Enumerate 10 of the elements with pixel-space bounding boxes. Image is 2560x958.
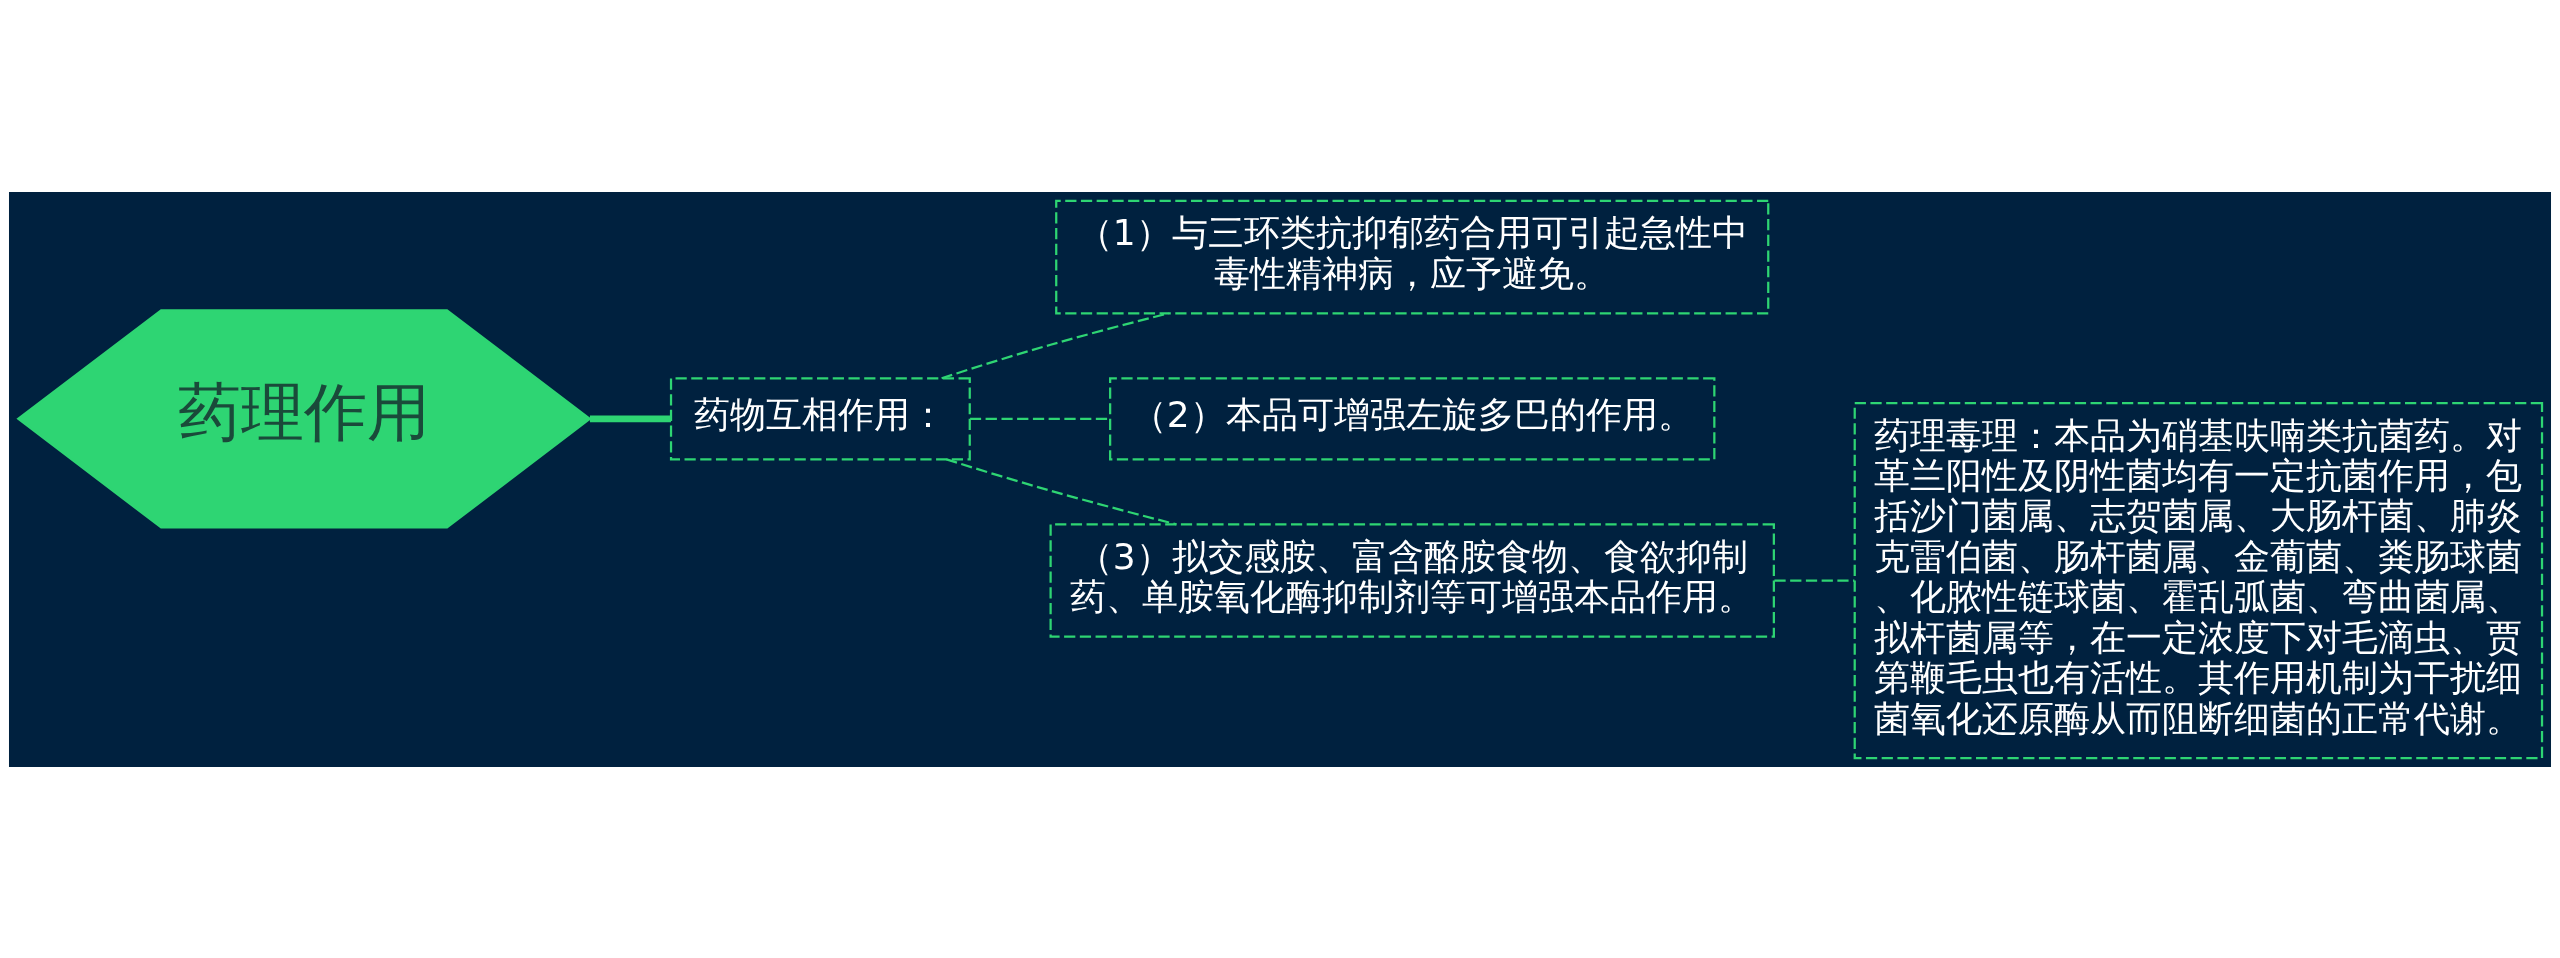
connector xyxy=(946,457,1177,525)
node-box: （2）本品可增强左旋多巴的作用。 xyxy=(1109,376,1716,460)
connector xyxy=(1774,578,1855,582)
connector xyxy=(970,417,1110,420)
node-box: 药理毒理：本品为硝基呋喃类抗菌药。对革兰阳性及阴性菌均有一定抗菌作用，包括沙门菌属、志贺菌属、大肠杆菌、肺炎克雷伯菌、肠杆菌属、金葡菌、粪肠球菌、化脓性链球菌、霍乱弧菌、弯曲菌属、拟杆菌属等，在一定浓度下对毛滴虫、贾第鞭毛虫也有活性。其作用机制为干扰细菌氧化还原酶从而阻断细菌的正常代谢。 xyxy=(1853,401,2544,759)
connector xyxy=(589,415,671,422)
node-box: （1）与三环类抗抑郁药合用可引起急性中毒性精神病，应予避免。 xyxy=(1055,199,1770,314)
node-box: （3）拟交感胺、富含酪胺食物、食欲抑制药、单胺氧化酶抑制剂等可增强本品作用。 xyxy=(1049,522,1775,638)
node-box: 药物互相作用： xyxy=(669,376,971,460)
connector xyxy=(941,311,1169,379)
